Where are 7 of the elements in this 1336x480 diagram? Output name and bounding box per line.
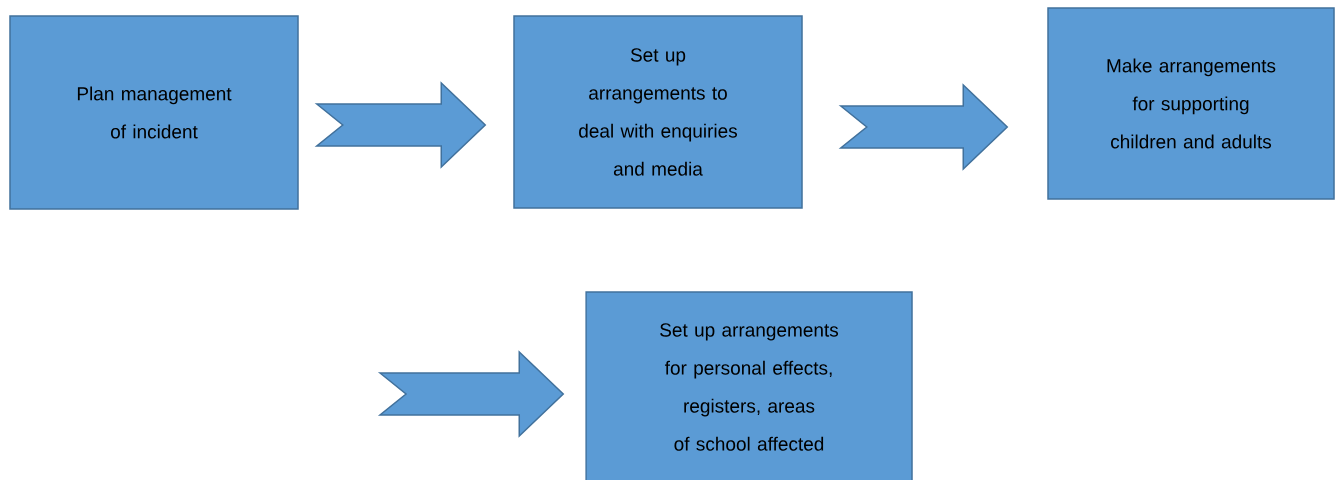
process-box: Set up arrangements to deal with enquiries and media — [513, 15, 803, 209]
arrow — [838, 83, 1009, 171]
process-box: Set up arrangements for personal effects, registers, areas of school affected — [585, 291, 913, 480]
process-box: Plan management of incident — [9, 15, 299, 210]
process-box: Make arrangements for supporting children and adults — [1047, 7, 1335, 200]
arrow — [377, 350, 565, 438]
arrow — [314, 81, 487, 169]
